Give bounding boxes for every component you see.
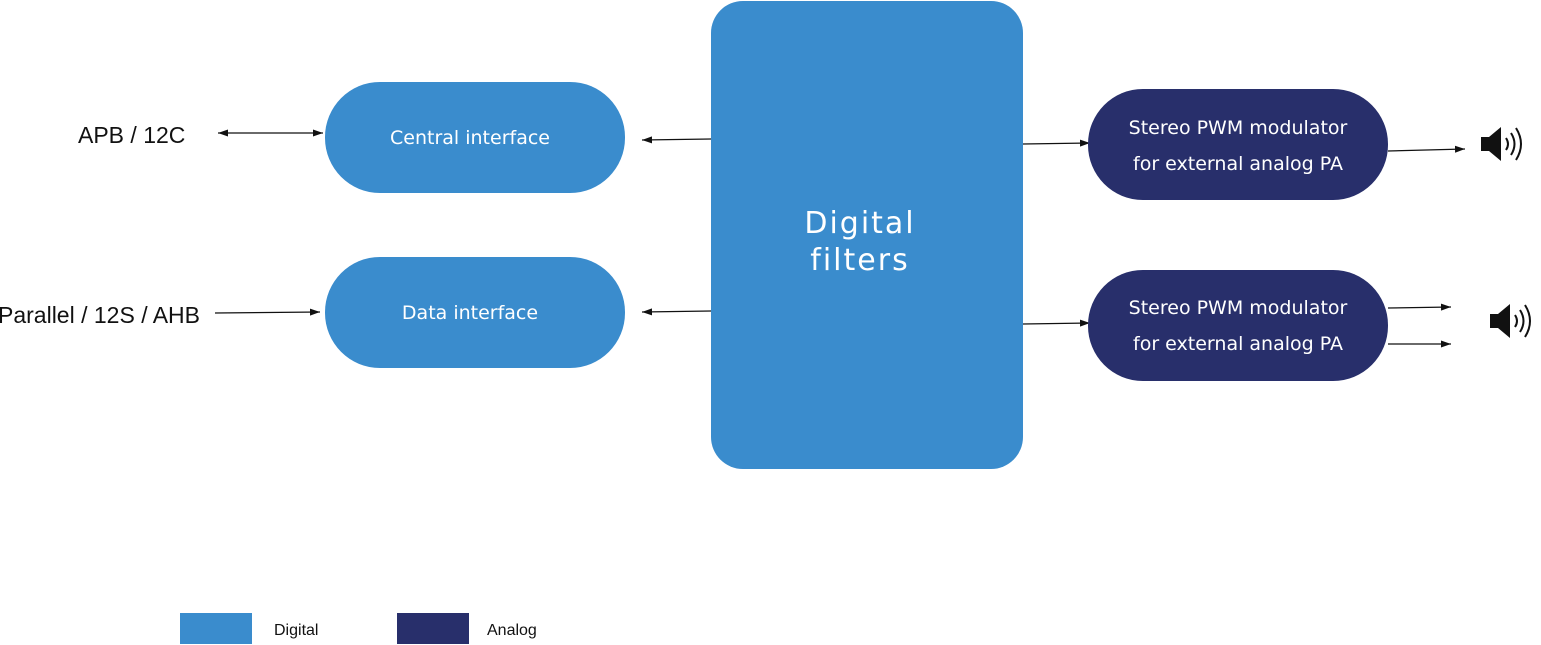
data-interface-label: Data interface bbox=[402, 302, 538, 324]
legend-digital-label: Digital bbox=[274, 622, 318, 639]
pwm-modulator-bottom-block: Stereo PWM modulator for external analog… bbox=[1088, 270, 1388, 381]
filters-data-connector bbox=[641, 308, 712, 316]
pwm-bottom-output-connector-1 bbox=[1387, 303, 1452, 311]
apb-i2c-label: APB / 12C bbox=[78, 122, 185, 148]
pwm-bottom-label-line2: for external analog PA bbox=[1133, 333, 1343, 355]
pwm-top-label-line2: for external analog PA bbox=[1133, 153, 1343, 175]
digital-filters-label-line1: Digital bbox=[804, 206, 915, 241]
filters-central-connector bbox=[641, 136, 712, 144]
central-interface-block: Central interface bbox=[325, 82, 625, 193]
pwm-modulator-top-block: Stereo PWM modulator for external analog… bbox=[1088, 89, 1388, 200]
pwm-bottom-label-line1: Stereo PWM modulator bbox=[1129, 297, 1348, 319]
legend-digital-swatch bbox=[180, 613, 252, 644]
parallel-i2s-ahb-label: Parallel / 12S / AHB bbox=[0, 302, 200, 328]
pwm-top-label-line1: Stereo PWM modulator bbox=[1129, 117, 1348, 139]
data-interface-block: Data interface bbox=[325, 257, 625, 368]
digital-filters-label-line2: filters bbox=[810, 243, 909, 278]
speaker-icon bbox=[1481, 127, 1522, 161]
filters-pwm-bottom-connector bbox=[1022, 319, 1091, 327]
digital-filters-block: Digital filters bbox=[711, 1, 1023, 469]
central-interface-label: Central interface bbox=[390, 127, 550, 149]
legend-analog-label: Analog bbox=[487, 622, 537, 639]
filters-pwm-top-connector bbox=[1022, 139, 1091, 147]
speaker-icon bbox=[1490, 304, 1531, 338]
parallel-data-connector bbox=[214, 308, 321, 316]
pwm-top-speaker-connector bbox=[1387, 145, 1466, 153]
legend: Digital Analog bbox=[180, 613, 537, 644]
legend-analog-swatch bbox=[397, 613, 469, 644]
